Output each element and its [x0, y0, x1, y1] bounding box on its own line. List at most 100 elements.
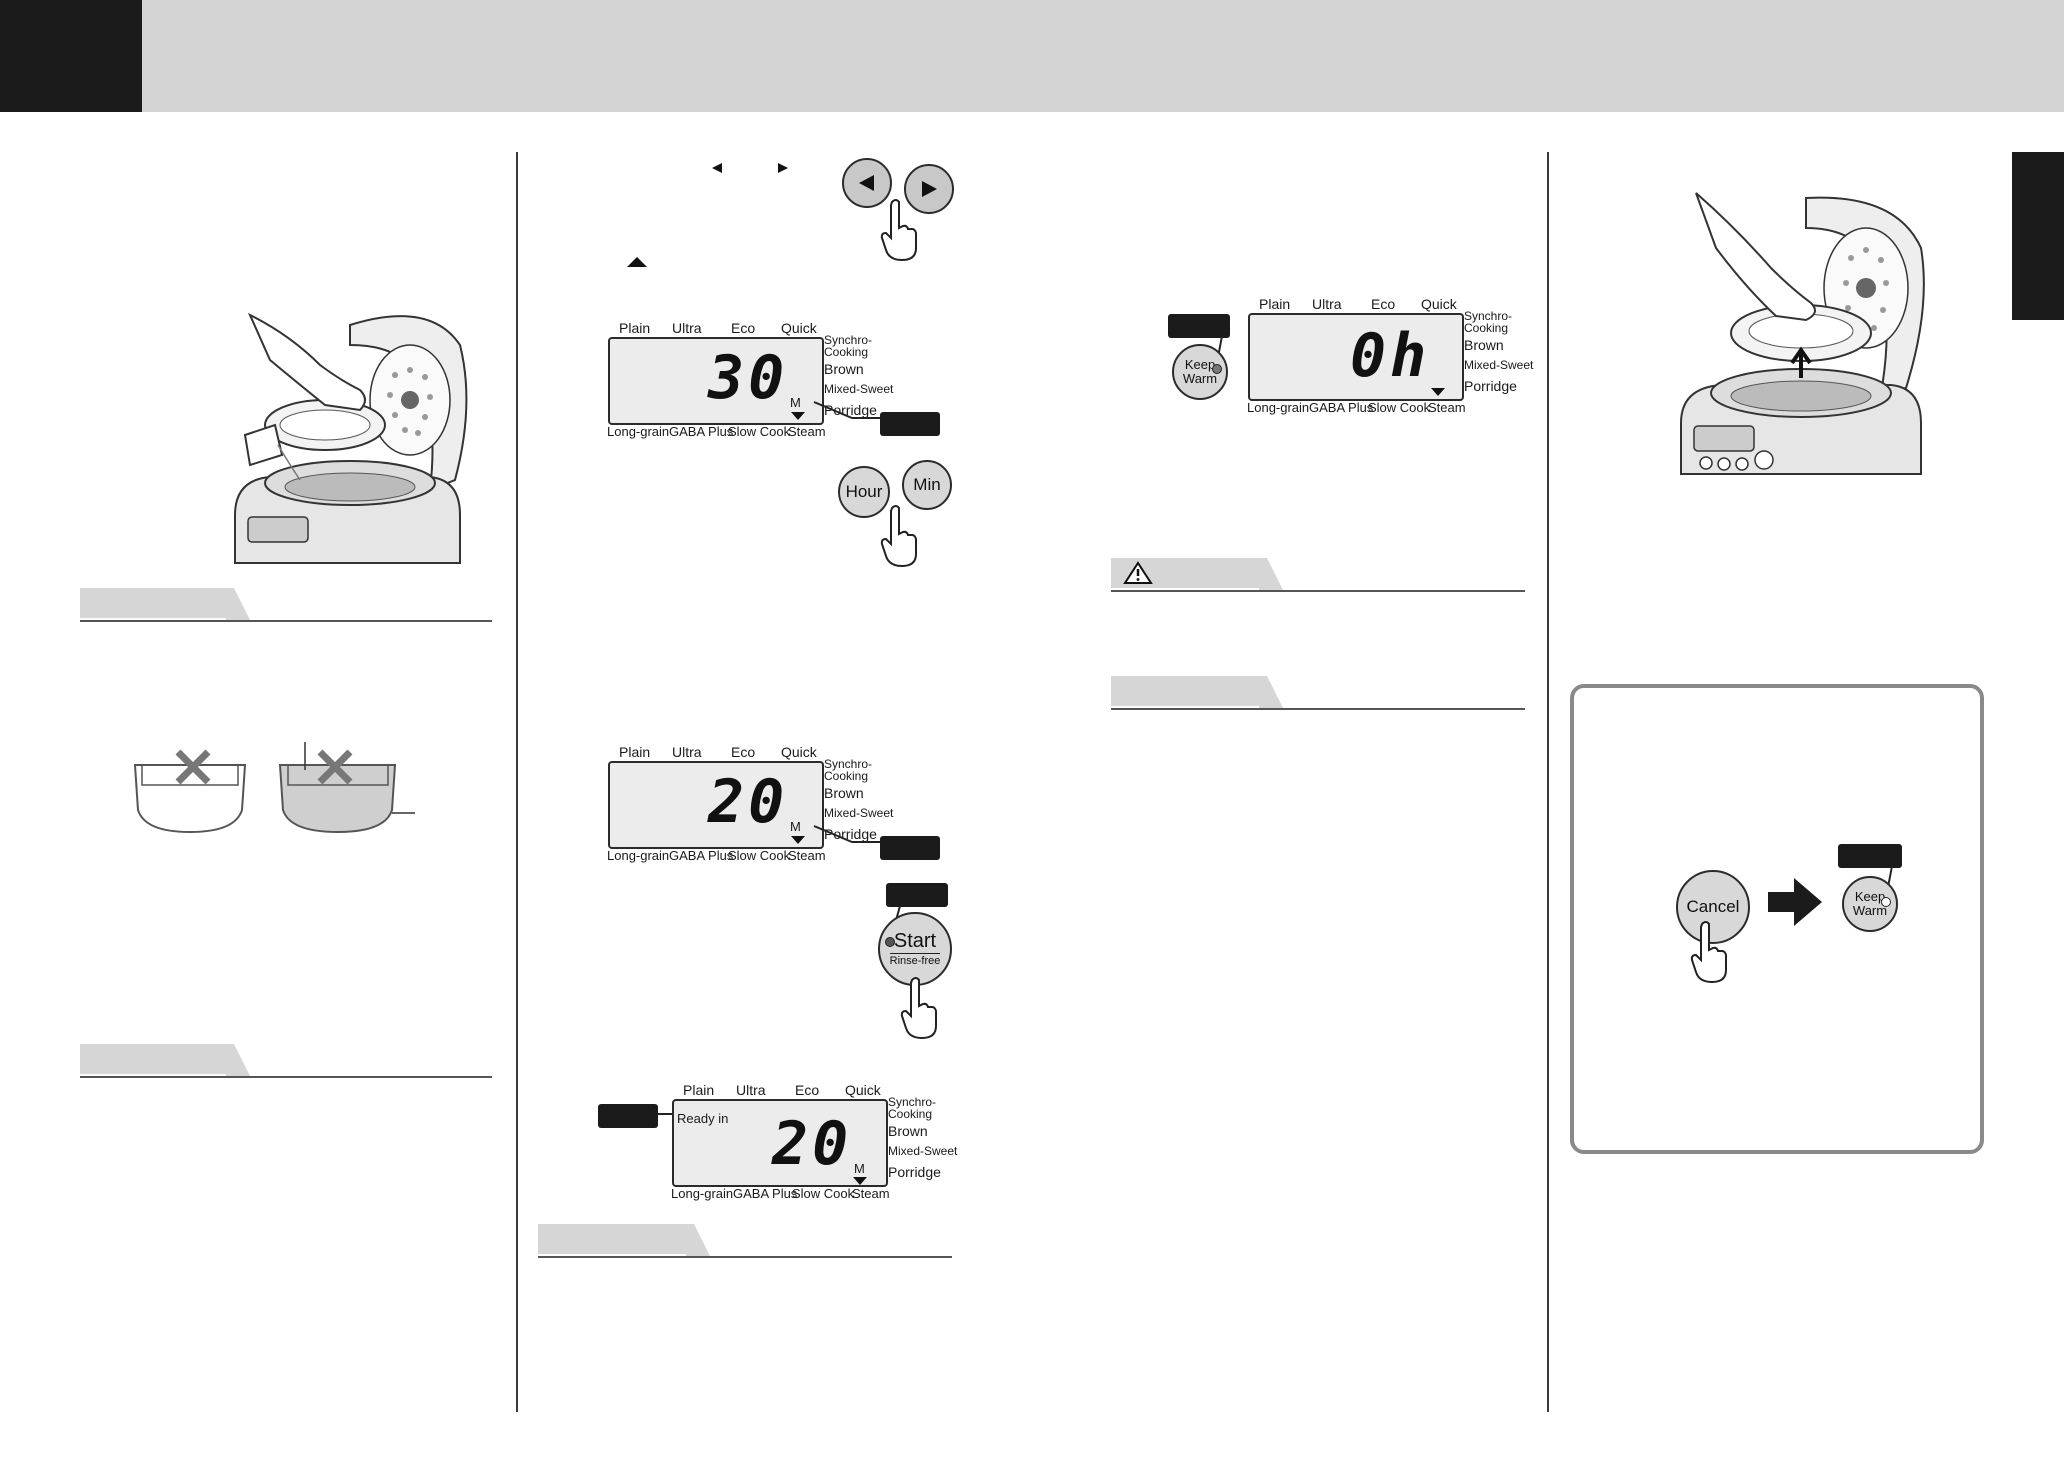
menu-label-plain: Plain	[683, 1082, 715, 1098]
menu-label-eco: Eco	[795, 1082, 820, 1098]
start-button[interactable]: Start Rinse-free	[878, 912, 952, 986]
keep-warm-label-line2: Warm	[1852, 903, 1888, 918]
menu-label-gaba-plus: GABA Plus	[1309, 400, 1374, 415]
lcd-time-digits: 0h	[1350, 321, 1431, 391]
hour-button-label: Hour	[845, 482, 883, 502]
indicator-lamp-icon	[885, 937, 895, 947]
min-button-label: Min	[913, 475, 941, 495]
section-header	[80, 588, 492, 622]
menu-label-cooking: Cooking	[824, 769, 869, 783]
menu-label-slow-cook: Slow Cook	[792, 1186, 855, 1201]
right-arrow-button[interactable]	[904, 164, 954, 214]
section-header	[1111, 676, 1525, 710]
right-arrow-icon	[1768, 878, 1822, 926]
menu-indicator-icon	[1431, 388, 1445, 396]
cancel-button[interactable]: Cancel	[1676, 870, 1750, 944]
header-band	[0, 0, 2064, 112]
menu-label-ultra: Ultra	[1312, 296, 1342, 312]
callout-line	[813, 825, 890, 843]
section-header-rule	[80, 1076, 492, 1078]
menu-label-eco: Eco	[731, 744, 756, 760]
column-divider	[516, 152, 518, 1412]
menu-label-quick: Quick	[781, 744, 817, 760]
indicator-lamp-icon	[1881, 897, 1891, 907]
callout-label	[880, 836, 940, 860]
menu-label-long-grain: Long-grain	[607, 848, 670, 863]
lcd-unit: M	[790, 819, 801, 834]
menu-label-gaba-plus: GABA Plus	[669, 848, 734, 863]
up-arrow-icon	[627, 257, 647, 267]
left-arrow-button[interactable]	[842, 158, 892, 208]
cooker-water-illustration	[234, 312, 468, 564]
lcd-display: 30 M	[608, 337, 824, 425]
section-header-tab	[80, 588, 228, 618]
callout-label	[880, 412, 940, 436]
menu-label-steam: Steam	[788, 424, 826, 439]
section-header-tab	[538, 1224, 688, 1254]
menu-label-steam: Steam	[788, 848, 826, 863]
menu-label-ultra: Ultra	[672, 744, 702, 760]
lcd-time-digits: 20	[772, 1109, 853, 1179]
callout-line	[813, 401, 890, 419]
hour-button[interactable]: Hour	[838, 466, 890, 518]
menu-indicator-icon	[853, 1177, 867, 1185]
menu-label-eco: Eco	[731, 320, 756, 336]
right-arrow-icon	[778, 163, 788, 173]
menu-label-long-grain: Long-grain	[1247, 400, 1310, 415]
section-header-rule	[80, 620, 492, 622]
callout-label	[598, 1104, 658, 1128]
section-header-rule	[1111, 590, 1525, 592]
menu-label-porridge: Porridge	[824, 826, 877, 842]
keep-warm-label-line1: Keep	[1184, 357, 1216, 373]
menu-label-mixed-sweet: Mixed-Sweet	[1464, 358, 1534, 372]
warning-triangle-icon	[1123, 561, 1153, 584]
section-header	[538, 1224, 952, 1258]
menu-label-mixed-sweet: Mixed-Sweet	[888, 1144, 958, 1158]
menu-label-synchro: Synchro-	[888, 1095, 937, 1109]
start-button-sublabel: Rinse-free	[889, 952, 941, 967]
left-arrow-icon	[859, 175, 874, 191]
menu-label-cooking: Cooking	[888, 1107, 933, 1121]
pointing-hand-icon	[1690, 921, 1727, 984]
cancel-button-label: Cancel	[1686, 897, 1740, 917]
keep-warm-label-line1: Keep	[1854, 889, 1886, 905]
keep-warm-label-line2: Warm	[1182, 371, 1218, 386]
menu-label-steam: Steam	[852, 1186, 890, 1201]
callout-label	[1168, 314, 1230, 338]
start-button-label: Start	[893, 929, 937, 952]
section-header-tab	[1111, 676, 1261, 706]
menu-label-cooking: Cooking	[824, 345, 869, 359]
pointing-hand-icon	[900, 977, 937, 1040]
section-header-slope	[686, 1224, 710, 1256]
section-header-tab	[80, 1044, 228, 1074]
indicator-lamp-icon	[1212, 364, 1222, 374]
pointing-hand-icon	[880, 199, 917, 262]
section-header-slope	[226, 1044, 250, 1076]
menu-label-synchro: Synchro-	[824, 757, 873, 771]
side-index-tab	[2012, 152, 2064, 320]
menu-label-long-grain: Long-grain	[671, 1186, 734, 1201]
menu-label-porridge: Porridge	[824, 402, 877, 418]
menu-label-slow-cook: Slow Cook	[1368, 400, 1431, 415]
chapter-marker	[0, 0, 142, 112]
lcd-unit: M	[790, 395, 801, 410]
callout-label	[886, 883, 948, 907]
section-header-slope	[226, 588, 250, 620]
menu-label-quick: Quick	[781, 320, 817, 336]
menu-label-ultra: Ultra	[736, 1082, 766, 1098]
menu-label-quick: Quick	[1421, 296, 1457, 312]
menu-label-gaba-plus: GABA Plus	[733, 1186, 798, 1201]
remove-basket-illustration	[1680, 192, 1925, 475]
section-header-rule	[1111, 708, 1525, 710]
min-button[interactable]: Min	[902, 460, 952, 510]
menu-label-synchro: Synchro-	[824, 333, 873, 347]
callout-line	[658, 1113, 674, 1115]
section-header-slope	[1259, 676, 1283, 708]
note-box	[1570, 684, 1984, 1154]
section-header	[80, 1044, 492, 1078]
callout-label	[1838, 844, 1902, 868]
menu-label-quick: Quick	[845, 1082, 881, 1098]
menu-indicator-icon	[791, 412, 805, 420]
menu-label-plain: Plain	[619, 744, 651, 760]
lcd-display: 0h	[1248, 313, 1464, 401]
